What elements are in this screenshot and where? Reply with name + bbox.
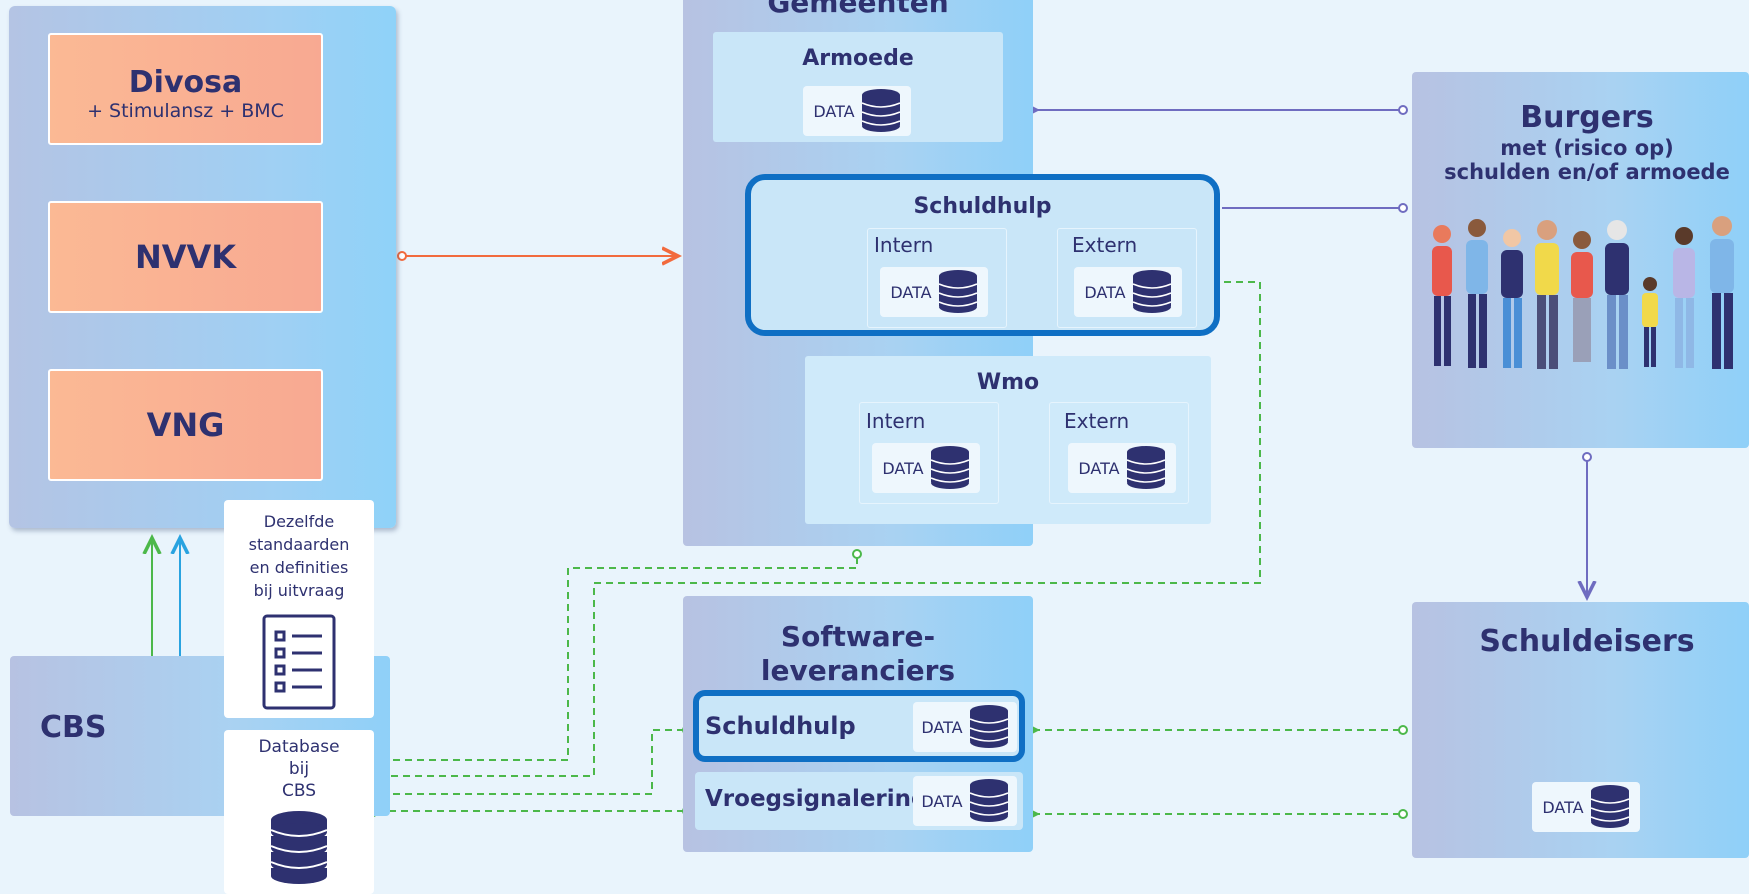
wmo-title: Wmo bbox=[976, 370, 1040, 395]
database-icon bbox=[1590, 785, 1629, 828]
database-icon bbox=[969, 779, 1008, 822]
database-icon bbox=[1126, 446, 1165, 489]
armoede-data-chip: DATA bbox=[803, 86, 911, 136]
armoede-title: Armoede bbox=[802, 46, 914, 71]
standards-note-line: en definities bbox=[249, 558, 349, 577]
software-row-label: Vroegsignalering bbox=[705, 786, 928, 812]
people-illustration bbox=[1432, 216, 1734, 369]
data-label: DATA bbox=[1542, 797, 1584, 817]
gemeenten-panel: Gemeenten Armoede DATA Wmo Intern DATA E… bbox=[683, 0, 1211, 546]
org-nvvk: NVVK bbox=[48, 201, 323, 313]
org-vng: VNG bbox=[48, 369, 323, 481]
schuldeisers-title: Schuldeisers bbox=[1479, 624, 1695, 659]
org-nvvk-name: NVVK bbox=[134, 238, 237, 276]
data-label: DATA bbox=[1078, 458, 1120, 478]
database-icon bbox=[861, 89, 900, 132]
schuldeisers-panel: Schuldeisers DATA bbox=[1412, 602, 1749, 858]
wmo-extern-box: Extern DATA bbox=[1049, 402, 1189, 504]
standards-note-line: standaarden bbox=[248, 535, 350, 554]
data-label: DATA bbox=[921, 717, 963, 737]
schuldhulp-intern-data-chip: DATA bbox=[880, 267, 988, 317]
schuldhulp-title: Schuldhulp bbox=[913, 194, 1052, 219]
schuldhulp-highlight: Schuldhulp Intern DATA Extern DATA bbox=[745, 174, 1220, 336]
schuldhulp-intern-label: Intern bbox=[874, 233, 934, 257]
burgers-title: Burgers bbox=[1520, 100, 1654, 135]
database-icon bbox=[1132, 270, 1171, 313]
org-divosa-name: Divosa bbox=[128, 65, 243, 100]
wmo-extern-label: Extern bbox=[1064, 409, 1130, 433]
standards-note-card: Dezelfde standaarden en definities bij u… bbox=[224, 500, 374, 718]
orange-arrow bbox=[397, 252, 678, 260]
schuldeisers-data-chip: DATA bbox=[1532, 782, 1640, 832]
cbs-label: CBS bbox=[40, 710, 107, 745]
software-vroeg-data-chip: DATA bbox=[913, 776, 1017, 826]
armoede-box: Armoede DATA bbox=[713, 32, 1003, 142]
burgers-subtitle-line2: schulden en/of armoede bbox=[1444, 160, 1730, 184]
data-label: DATA bbox=[882, 458, 924, 478]
purple-arrow-armoede bbox=[1034, 106, 1408, 114]
schuldhulp-intern-box: Intern DATA bbox=[867, 228, 1007, 328]
software-row-schuldhulp: Schuldhulp DATA bbox=[693, 690, 1025, 762]
database-icon bbox=[969, 705, 1008, 748]
data-label: DATA bbox=[890, 282, 932, 302]
software-row-label: Schuldhulp bbox=[705, 712, 856, 740]
database-icon bbox=[930, 446, 969, 489]
software-title-line1: Software- bbox=[780, 620, 936, 653]
org-divosa: Divosa + Stimulansz + BMC bbox=[48, 33, 323, 145]
cbs-database-line: bij bbox=[288, 759, 310, 779]
burgers-panel: Burgers met (risico op) schulden en/of a… bbox=[1412, 72, 1749, 448]
green-dashed-links bbox=[380, 281, 1400, 814]
purple-arrow-schuldeisers bbox=[1583, 452, 1591, 597]
wmo-extern-data-chip: DATA bbox=[1068, 443, 1176, 493]
wmo-intern-box: Intern DATA bbox=[859, 402, 999, 504]
gemeenten-title: Gemeenten bbox=[767, 0, 949, 19]
software-row-vroegsignalering: Vroegsignalering DATA bbox=[695, 772, 1023, 830]
burgers-subtitle-line1: met (risico op) bbox=[1500, 136, 1674, 160]
cbs-database-line: Database bbox=[258, 737, 340, 757]
data-label: DATA bbox=[1084, 282, 1126, 302]
org-divosa-subtitle: + Stimulansz + BMC bbox=[87, 100, 284, 122]
software-vendors-panel: Software- leveranciers Schuldhulp DATA V… bbox=[683, 596, 1033, 852]
checklist-icon bbox=[262, 614, 336, 710]
schuldhulp-extern-label: Extern bbox=[1072, 233, 1138, 257]
cbs-database-card: Database bij CBS bbox=[224, 730, 374, 894]
standards-note-line: bij uitvraag bbox=[253, 581, 345, 600]
software-title-line2: leveranciers bbox=[760, 654, 956, 687]
software-schuldhulp-data-chip: DATA bbox=[913, 702, 1017, 752]
umbrella-organisations-panel: Divosa + Stimulansz + BMC NVVK VNG bbox=[9, 6, 396, 528]
cbs-database-line: CBS bbox=[281, 781, 317, 801]
purple-arrow-schuldhulp bbox=[1222, 203, 1408, 213]
wmo-intern-data-chip: DATA bbox=[872, 443, 980, 493]
data-label: DATA bbox=[813, 101, 855, 121]
database-icon bbox=[938, 270, 977, 313]
wmo-box: Wmo Intern DATA Extern DATA bbox=[805, 356, 1211, 524]
standards-note-line: Dezelfde bbox=[263, 512, 335, 531]
org-vng-name: VNG bbox=[146, 406, 225, 444]
database-icon bbox=[270, 811, 328, 884]
schuldhulp-extern-box: Extern DATA bbox=[1057, 228, 1197, 328]
data-label: DATA bbox=[921, 791, 963, 811]
wmo-intern-label: Intern bbox=[866, 409, 926, 433]
schuldhulp-extern-data-chip: DATA bbox=[1074, 267, 1182, 317]
